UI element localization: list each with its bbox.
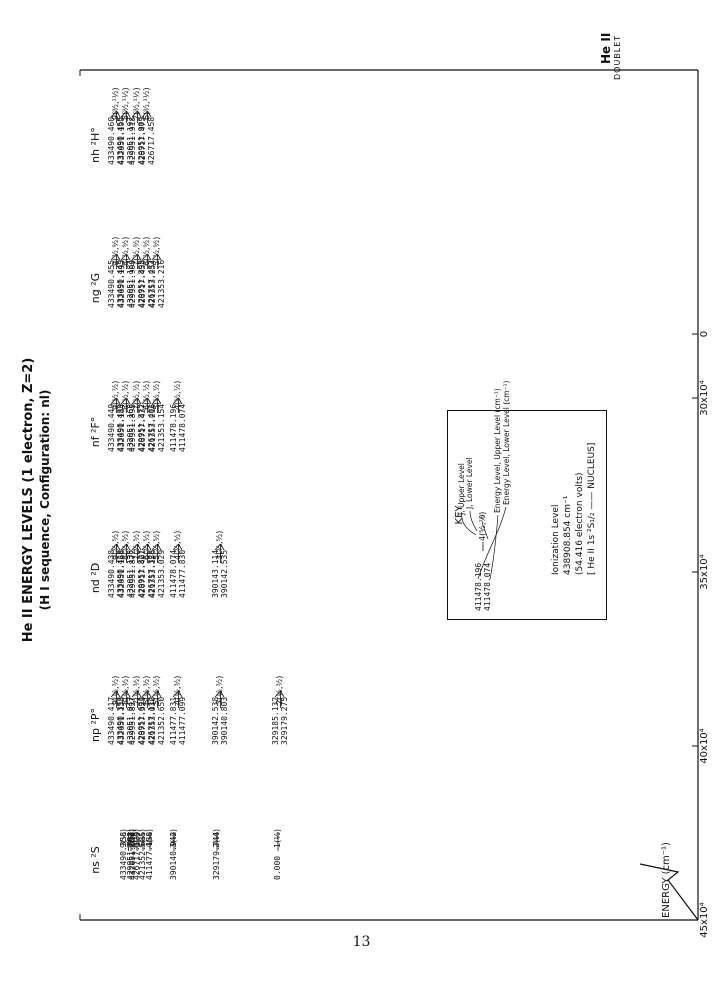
level-connector	[120, 253, 127, 261]
level-connector	[110, 397, 117, 405]
level-connector	[220, 543, 225, 551]
level-connector	[147, 253, 152, 261]
level-connector	[151, 690, 158, 698]
level-connector	[214, 543, 221, 551]
level-connector	[141, 110, 148, 118]
level-connector	[147, 110, 152, 118]
level-connector	[147, 397, 152, 405]
level-connector	[110, 110, 117, 118]
level-connector	[116, 397, 121, 405]
level-connector	[116, 110, 121, 118]
level-connector	[137, 110, 142, 118]
level-connector	[178, 543, 183, 551]
level-connector	[151, 397, 158, 405]
level-connector	[126, 110, 131, 118]
level-connector	[151, 253, 158, 261]
level-connector	[120, 397, 127, 405]
page-number: 13	[352, 934, 371, 950]
level-connector	[147, 543, 152, 551]
level-connector	[280, 690, 285, 698]
level-connector	[141, 253, 148, 261]
level-connector	[126, 397, 131, 405]
level-connector	[157, 690, 162, 698]
key-box: KEY 411478.196 411478.074 4(⁵⁄₂,⁷⁄₂) J, …	[447, 381, 607, 620]
level-connector	[131, 253, 138, 261]
level-connector	[220, 690, 225, 698]
level-connector	[110, 253, 117, 261]
level-connector	[120, 110, 127, 118]
level-connector	[131, 690, 138, 698]
level-connector	[116, 690, 121, 698]
level-connector	[116, 253, 121, 261]
level-connector	[120, 690, 127, 698]
level-connector	[131, 543, 138, 551]
level-connector	[157, 253, 162, 261]
level-connector	[274, 690, 281, 698]
level-connector	[172, 690, 179, 698]
level-connector	[110, 690, 117, 698]
level-connector	[137, 253, 142, 261]
level-connector	[141, 543, 148, 551]
key-callout-lines	[461, 506, 507, 580]
level-connector	[214, 690, 221, 698]
level-connector	[137, 690, 142, 698]
level-connector	[151, 543, 158, 551]
level-connector	[137, 543, 142, 551]
level-connector	[120, 543, 127, 551]
level-connector	[141, 397, 148, 405]
level-connector	[172, 543, 179, 551]
level-connector	[137, 397, 142, 405]
level-connector	[172, 397, 179, 405]
level-connector	[131, 397, 138, 405]
level-connector	[141, 690, 148, 698]
level-connector	[116, 543, 121, 551]
level-connector	[178, 397, 183, 405]
level-connector	[157, 397, 162, 405]
level-connector	[131, 110, 138, 118]
level-connector	[126, 690, 131, 698]
level-connector	[147, 690, 152, 698]
level-connector	[157, 543, 162, 551]
level-connector	[126, 543, 131, 551]
level-connector	[110, 543, 117, 551]
level-connector	[178, 690, 183, 698]
level-connector	[126, 253, 131, 261]
